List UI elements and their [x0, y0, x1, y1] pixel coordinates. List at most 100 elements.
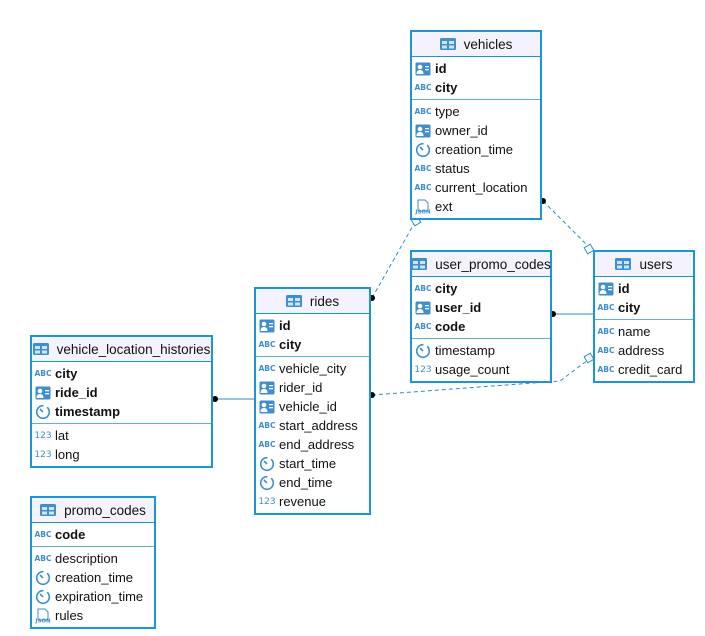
column-row[interactable]: rider_id	[256, 378, 369, 397]
json-icon: JSON	[415, 199, 431, 215]
relationship-end-square	[583, 352, 595, 364]
column-name: creation_time	[435, 142, 514, 157]
column-row[interactable]: timestamp	[32, 402, 211, 421]
column-name: start_address	[279, 418, 358, 433]
column-row[interactable]: ride_id	[32, 383, 211, 402]
column-name: timestamp	[55, 404, 121, 419]
column-row[interactable]: expiration_time	[32, 587, 154, 606]
column-name: vehicle_city	[279, 361, 347, 376]
column-name: id	[279, 318, 291, 333]
column-row[interactable]: start_time	[256, 454, 369, 473]
table-name: rides	[309, 293, 340, 309]
column-name: credit_card	[618, 362, 683, 377]
relationship-end-dot	[212, 396, 218, 402]
table-icon	[439, 37, 456, 51]
column-name: status	[435, 161, 470, 176]
column-name: city	[618, 300, 641, 315]
table-header[interactable]: vehicle_location_histories	[32, 337, 211, 362]
column-row[interactable]: id	[595, 279, 693, 298]
column-name: revenue	[279, 494, 326, 509]
column-name: name	[618, 324, 651, 339]
column-name: start_time	[279, 456, 337, 471]
column-name: code	[435, 319, 466, 334]
column-name: vehicle_id	[279, 399, 337, 414]
abc-icon: ABC	[597, 303, 615, 312]
key-icon	[415, 62, 431, 76]
column-name: lat	[55, 428, 69, 443]
key-icon	[259, 400, 275, 414]
clock-icon	[415, 142, 431, 157]
clock-icon	[35, 570, 51, 585]
column-name: rules	[55, 608, 84, 623]
table-header[interactable]: promo_codes	[32, 498, 154, 523]
abc-icon: ABC	[258, 364, 276, 373]
column-row[interactable]: creation_time	[32, 568, 154, 587]
column-name: current_location	[435, 180, 528, 195]
abc-icon: ABC	[414, 284, 432, 293]
abc-icon: ABC	[34, 530, 52, 539]
table-header[interactable]: rides	[256, 289, 369, 314]
number-icon: 123	[34, 430, 52, 441]
column-row[interactable]: end_time	[256, 473, 369, 492]
column-row[interactable]: creation_time	[412, 140, 540, 159]
column-row[interactable]: id	[412, 59, 540, 78]
column-name: ride_id	[55, 385, 98, 400]
column-row[interactable]: owner_id	[412, 121, 540, 140]
relationship-rides-vehicles[interactable]	[371, 221, 416, 299]
clock-icon	[35, 404, 51, 419]
clock-icon	[415, 343, 431, 358]
table-header[interactable]: users	[595, 252, 693, 277]
column-name: code	[55, 527, 86, 542]
table-header[interactable]: user_promo_codes	[411, 252, 551, 277]
relationship-vehicles-users[interactable]	[542, 200, 590, 248]
key-icon	[598, 282, 614, 296]
table-header[interactable]: vehicles	[412, 32, 540, 57]
relationship-rides-users[interactable]	[371, 359, 589, 396]
column-row[interactable]: id	[256, 316, 369, 335]
column-name: long	[55, 447, 80, 462]
column-row[interactable]: user_id	[412, 298, 550, 317]
column-row[interactable]: timestamp	[412, 341, 550, 360]
column-row[interactable]: vehicle_id	[256, 397, 369, 416]
abc-icon: ABC	[414, 107, 432, 116]
column-name: expiration_time	[55, 589, 144, 604]
relationship-end-square	[583, 243, 595, 255]
